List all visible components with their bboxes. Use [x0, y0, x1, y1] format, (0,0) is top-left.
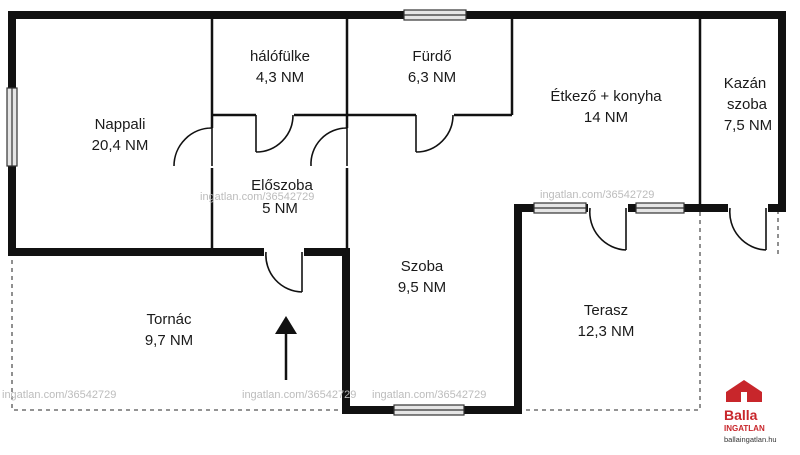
door-arc-furdo [415, 114, 454, 153]
outer-wall-terrace [342, 204, 704, 414]
logo-url: ballaingatlan.hu [724, 435, 777, 444]
room-etkezo-area: 14 NM [584, 109, 628, 126]
room-kazan-name-2: szoba [727, 96, 768, 113]
door-gap-tornac [264, 246, 304, 258]
door-gap-kazan [728, 202, 768, 214]
doors [173, 111, 768, 293]
watermark-1: ingatlan.com/36542729 [200, 191, 314, 203]
room-terasz-name: Terasz [584, 302, 628, 319]
room-nappali-area: 20,4 NM [92, 137, 149, 154]
room-kazan-area: 7,5 NM [724, 117, 772, 134]
watermark-2: ingatlan.com/36542729 [540, 189, 654, 201]
room-kazan-name-1: Kazán [724, 75, 767, 92]
room-szoba-area: 9,5 NM [398, 279, 446, 296]
room-szoba-name: Szoba [401, 258, 444, 275]
room-halofulke-name: hálófülke [250, 48, 310, 65]
room-nappali-name: Nappali [95, 116, 146, 133]
balla-logo: Balla INGATLAN ballaingatlan.hu [724, 380, 777, 444]
door-arc-szoba [310, 127, 348, 167]
door-arc-tornac [265, 251, 303, 293]
door-arc-nappali [173, 127, 213, 167]
entrance-arrow-icon [275, 316, 297, 380]
door-arc-terasz [588, 207, 627, 251]
tornac-outline [11, 252, 346, 411]
room-etkezo-name: Étkező + konyha [550, 88, 662, 105]
door-gap-terasz [588, 202, 628, 214]
room-labels: Nappali 20,4 NM hálófülke 4,3 NM Fürdő 6… [92, 48, 773, 349]
watermark-4: ingatlan.com/36542729 [242, 389, 356, 401]
room-halofulke-area: 4,3 NM [256, 69, 304, 86]
watermarks: ingatlan.com/36542729 ingatlan.com/36542… [2, 189, 654, 401]
logo-sub: INGATLAN [724, 424, 765, 433]
door-gap-halofulke [256, 111, 294, 119]
door-arc-kazan [728, 207, 767, 251]
room-tornac-area: 9,7 NM [145, 332, 193, 349]
watermark-5: ingatlan.com/36542729 [372, 389, 486, 401]
room-tornac-name: Tornác [146, 311, 192, 328]
room-eloszoba-area: 5 NM [262, 200, 298, 217]
door-gap-furdo [416, 111, 454, 119]
logo-name: Balla [724, 407, 758, 423]
room-terasz-area: 12,3 NM [578, 323, 635, 340]
windows [6, 9, 685, 416]
door-arc-halofulke [255, 114, 294, 153]
room-furdo-area: 6,3 NM [408, 69, 456, 86]
room-eloszoba-name: Előszoba [251, 177, 313, 194]
room-furdo-name: Fürdő [412, 48, 451, 65]
house-icon [726, 380, 762, 402]
watermark-3: ingatlan.com/36542729 [2, 389, 116, 401]
open-area-outlines [11, 207, 779, 411]
